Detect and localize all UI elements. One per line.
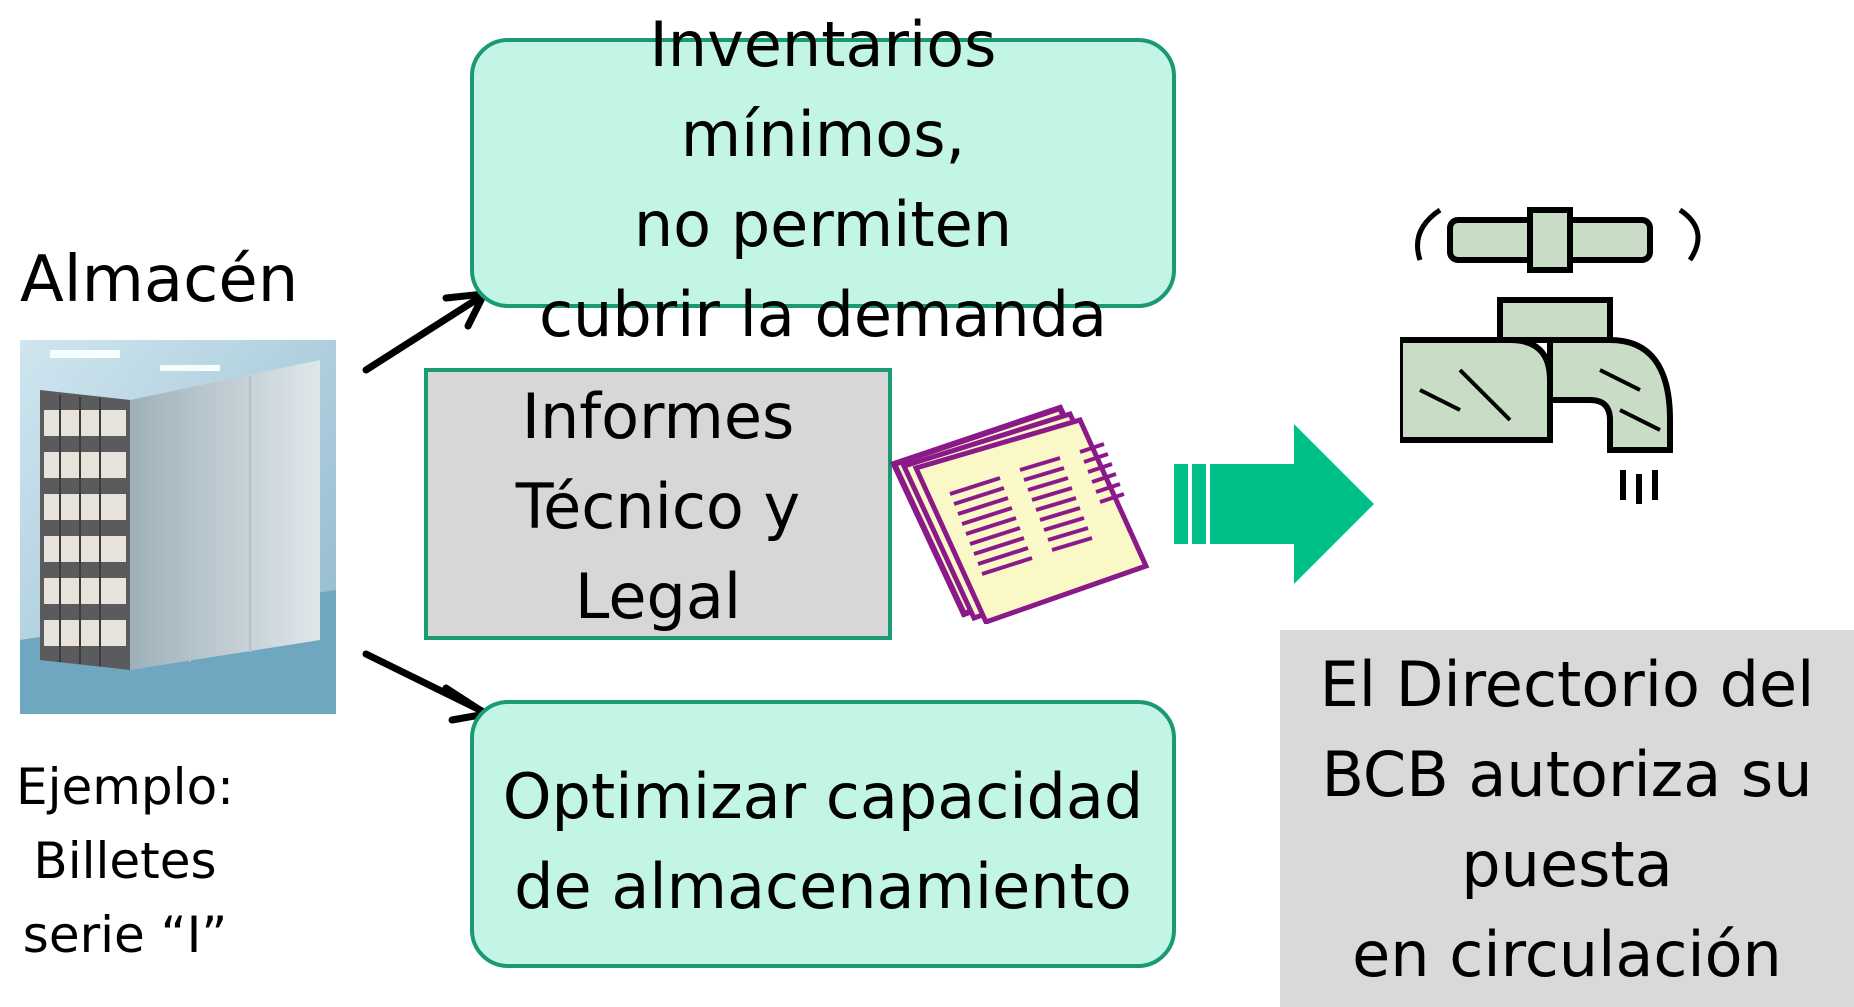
directorio-line: en circulación	[1352, 918, 1782, 991]
inventory-line: mínimos,	[680, 98, 966, 171]
warehouse-label: Almacén	[20, 243, 299, 317]
example-line: Billetes	[33, 832, 217, 890]
reports-text: Informes Técnico y Legal	[424, 372, 892, 642]
example-note: Ejemplo: Billetes serie “I”	[0, 750, 250, 972]
warehouse-shelves-image	[20, 340, 336, 714]
inventory-line: Inventarios	[649, 8, 997, 81]
inventory-text: Inventarios mínimos, no permiten cubrir …	[470, 0, 1176, 360]
reports-box	[424, 368, 892, 640]
directorio-text: El Directorio del BCB autoriza su puesta…	[1280, 640, 1854, 1000]
directorio-line: puesta	[1461, 828, 1673, 901]
reports-line: Informes	[521, 380, 795, 453]
inventory-box	[470, 38, 1176, 308]
directorio-line: El Directorio del	[1319, 648, 1815, 721]
optimize-line: Optimizar capacidad	[502, 760, 1144, 833]
optimize-box	[470, 700, 1176, 968]
example-line: Ejemplo:	[15, 758, 235, 816]
inventory-line: no permiten	[633, 188, 1013, 261]
newspaper-icon	[890, 404, 1150, 624]
reports-line: Técnico y	[515, 470, 801, 543]
inventory-line: cubrir la demanda	[538, 278, 1108, 351]
reports-line: Legal	[574, 560, 742, 633]
optimize-text: Optimizar capacidad de almacenamiento	[470, 752, 1176, 932]
flow-arrow-icon	[1174, 424, 1374, 584]
directorio-line: BCB autoriza su	[1321, 738, 1813, 811]
arrow-to-inventory	[362, 292, 486, 374]
faucet-icon	[1400, 207, 1701, 504]
optimize-line: de almacenamiento	[514, 850, 1132, 923]
example-line: serie “I”	[22, 906, 228, 964]
directorio-box	[1280, 630, 1854, 1007]
